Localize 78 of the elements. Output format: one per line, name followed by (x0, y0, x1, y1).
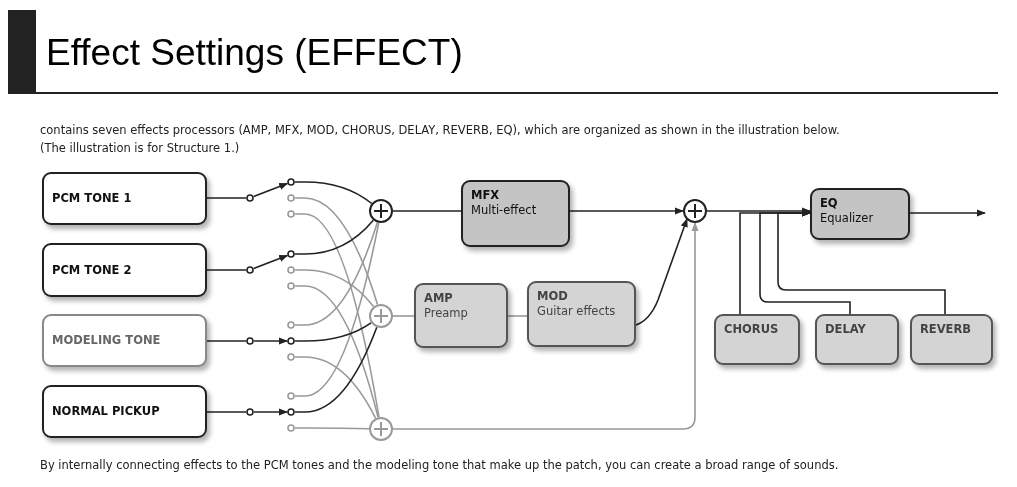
switch-contact (246, 337, 254, 345)
switch-contact (287, 353, 295, 361)
connector-line (206, 340, 247, 342)
connector-line (294, 285, 379, 419)
mixer-symbol (683, 199, 707, 223)
switch-contact (246, 194, 254, 202)
effect-box (461, 180, 570, 247)
arrow (252, 182, 289, 198)
switch-contact (246, 408, 254, 416)
connector-line (294, 221, 379, 326)
connector-line (206, 269, 247, 271)
effect-box (810, 188, 910, 240)
switch-contact (287, 194, 295, 202)
switch-contact (287, 408, 295, 416)
effect-box (414, 283, 508, 348)
connector-line (392, 315, 415, 317)
switch-contact (287, 392, 295, 400)
connector-line (392, 210, 462, 212)
switch-contact (287, 250, 295, 258)
connector-line (294, 356, 377, 420)
switch-contact (287, 321, 295, 329)
switch-contact (287, 337, 295, 345)
input-box (42, 314, 207, 367)
effect-box (527, 281, 636, 347)
arrow (759, 209, 851, 315)
arrow (635, 218, 688, 326)
arrow (392, 222, 699, 430)
connector-line (294, 197, 379, 306)
note-text: contains seven effects processors (AMP, MFX, MOD, CHORUS, DELAY, REVERB, EQ), which are organized as shown in the illustration below. (40, 123, 840, 137)
switch-contact (287, 282, 295, 290)
arrow (252, 254, 289, 270)
mixer-symbol (369, 199, 393, 223)
box-heading: AMP (424, 291, 454, 306)
note-text: (The illustration is for Structure 1.) (40, 141, 240, 155)
effect-box (714, 314, 800, 365)
connector-line (294, 326, 378, 413)
arrow (253, 337, 288, 345)
arrow (253, 408, 288, 416)
box-text: Multi-effect (471, 203, 538, 218)
effect-box (815, 314, 899, 365)
mixer-symbol (369, 417, 393, 441)
box-heading: CHORUS (724, 322, 780, 337)
connector-line (294, 219, 375, 255)
input-box (42, 172, 207, 225)
effect-box (910, 314, 993, 365)
connector-line (294, 269, 375, 308)
input-box (42, 385, 207, 438)
arrow (777, 209, 946, 315)
caption: By internally connecting effects to the PCM tones and the modeling tone that make up the patch, you can create a broad range of sounds. (40, 458, 839, 472)
connector-line (294, 427, 370, 430)
connector-line (206, 197, 247, 199)
arrow (569, 207, 684, 215)
switch-contact (287, 424, 295, 432)
switch-contact (287, 210, 295, 218)
switch-contact (287, 178, 295, 186)
box-heading: DELAY (825, 322, 867, 337)
switch-contact (246, 266, 254, 274)
connector-line (294, 181, 373, 205)
box-heading: PCM TONE 1 (52, 191, 133, 206)
box-heading: MFX (471, 188, 501, 203)
box-text: Preamp (424, 306, 469, 321)
box-heading: PCM TONE 2 (52, 262, 133, 278)
box-heading: EQ (820, 196, 839, 211)
box-heading: NORMAL PICKUP (52, 404, 161, 419)
mixer-symbol (369, 304, 393, 328)
box-text: Guitar effects (537, 304, 617, 319)
title: Effect Settings (EFFECT) (8, 10, 998, 94)
input-box (42, 243, 207, 297)
box-heading: REVERB (920, 322, 973, 337)
arrow (909, 209, 986, 217)
switch-contact (287, 266, 295, 274)
connector-line (294, 322, 372, 342)
arrow (706, 207, 811, 215)
connector-line (206, 411, 247, 413)
box-heading: MOD (537, 289, 569, 304)
box-heading: MODELING TONE (52, 333, 162, 348)
connector-line (507, 315, 528, 317)
box-text: Equalizer (820, 211, 875, 226)
